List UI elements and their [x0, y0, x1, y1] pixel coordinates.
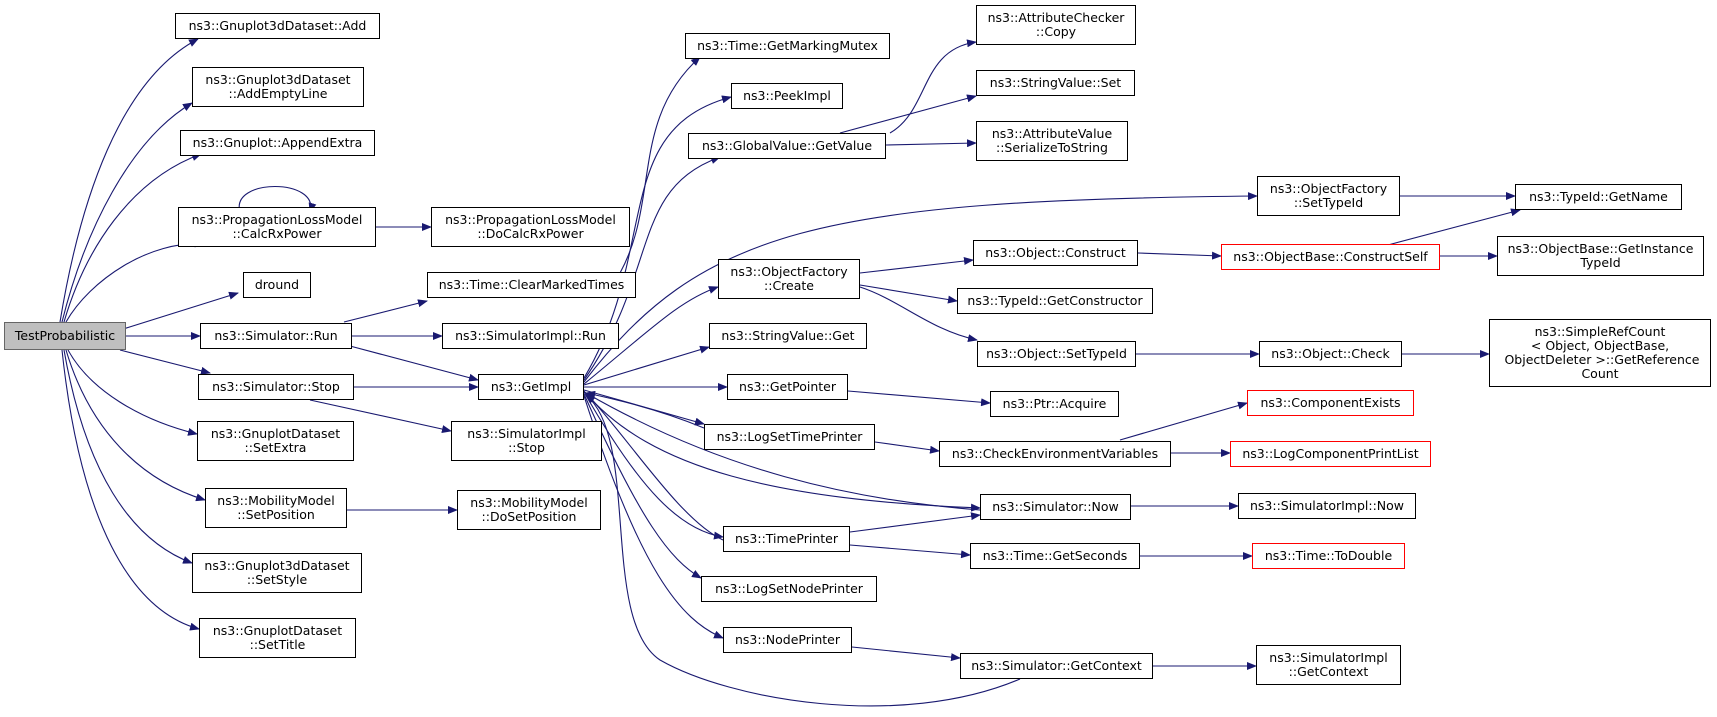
node-attributechecker-copy[interactable]: ns3::AttributeChecker ::Copy	[976, 5, 1136, 45]
edge-getpointer-to-ptr-acquire	[847, 390, 991, 407]
node-logsetnodeprinter[interactable]: ns3::LogSetNodePrinter	[701, 576, 877, 602]
edge-checkenv-to-componentexists	[1119, 401, 1248, 441]
edge-getimpl-to-objectfactory-settypeid	[583, 192, 1258, 383]
edge-constructself-to-typeid-getname	[1387, 208, 1521, 246]
node-logsettimeprinter[interactable]: ns3::LogSetTimePrinter	[704, 424, 875, 450]
edge-simulator-now-to-getimpl	[585, 392, 981, 511]
node-nodeprinter[interactable]: ns3::NodePrinter	[723, 627, 852, 653]
edge-globalvalue-to-attributevalue-serialize	[885, 139, 977, 148]
node-stringvalue-set[interactable]: ns3::StringValue::Set	[976, 70, 1135, 96]
node-logcomponentprintlist[interactable]: ns3::LogComponentPrintList	[1230, 441, 1431, 467]
node-globalvalue-getvalue[interactable]: ns3::GlobalValue::GetValue	[688, 133, 886, 159]
edge-objectfactory-create-to-object-settypeid	[859, 286, 978, 343]
edge-simulator-stop-to-simulatorimpl-stop	[309, 399, 452, 433]
node-mobilitymodel-setposition[interactable]: ns3::MobilityModel ::SetPosition	[205, 488, 347, 528]
edge-logsettimeprinter-to-checkenv	[874, 441, 940, 454]
node-objectbase-constructself[interactable]: ns3::ObjectBase::ConstructSelf	[1221, 244, 1440, 270]
edge-root-to-gnuplotdataset-settitle	[61, 349, 200, 631]
node-gnuplot3ddataset-addemptyline[interactable]: ns3::Gnuplot3dDataset ::AddEmptyLine	[192, 67, 364, 107]
node-gnuplot3ddataset-setstyle[interactable]: ns3::Gnuplot3dDataset ::SetStyle	[192, 553, 362, 593]
node-simulator-stop[interactable]: ns3::Simulator::Stop	[198, 374, 354, 400]
edge-getimpl-to-objectfactory-create	[583, 286, 719, 385]
node-time-clearmarkedtimes[interactable]: ns3::Time::ClearMarkedTimes	[427, 272, 636, 298]
edge-root-to-mobility-setposition	[65, 349, 206, 502]
node-simulatorimpl-now[interactable]: ns3::SimulatorImpl::Now	[1238, 493, 1416, 519]
edge-objectfactory-create-to-object-construct	[859, 257, 974, 274]
node-object-construct[interactable]: ns3::Object::Construct	[973, 240, 1138, 266]
edge-root-to-dround	[119, 291, 239, 331]
node-gnuplot-appendextra[interactable]: ns3::Gnuplot::AppendExtra	[180, 130, 375, 156]
node-simulator-getcontext[interactable]: ns3::Simulator::GetContext	[960, 653, 1153, 679]
node-simulatorimpl-run[interactable]: ns3::SimulatorImpl::Run	[442, 323, 619, 349]
edge-getimpl-to-stringvalue-get	[583, 345, 710, 386]
node-gnuplotdataset-settitle[interactable]: ns3::GnuplotDataset ::SetTitle	[199, 618, 356, 658]
node-objectfactory-settypeid[interactable]: ns3::ObjectFactory ::SetTypeId	[1257, 176, 1400, 216]
edge-root-to-gnuplot3d-setstyle	[63, 349, 193, 564]
node-typeid-getconstructor[interactable]: ns3::TypeId::GetConstructor	[957, 288, 1153, 314]
edge-logsettimeprinter-to-getimpl	[585, 390, 705, 429]
node-mobilitymodel-dosetposition[interactable]: ns3::MobilityModel ::DoSetPosition	[457, 490, 601, 530]
edge-root-to-gnuplot3d-add	[59, 38, 199, 323]
node-getimpl[interactable]: ns3::GetImpl	[478, 374, 584, 400]
edge-simulator-getcontext-to-getimpl	[585, 394, 1021, 707]
node-getpointer[interactable]: ns3::GetPointer	[727, 374, 848, 400]
node-timeprinter[interactable]: ns3::TimePrinter	[723, 526, 850, 552]
node-checkenvironmentvariables[interactable]: ns3::CheckEnvironmentVariables	[939, 441, 1171, 467]
edge-globalvalue-to-stringvalue-set	[839, 94, 977, 134]
edge-root-to-gnuplotdataset-setextra	[67, 349, 198, 436]
node-typeid-getname[interactable]: ns3::TypeId::GetName	[1515, 184, 1682, 210]
edge-simulator-run-to-getimpl	[349, 345, 479, 382]
node-object-check[interactable]: ns3::Object::Check	[1259, 341, 1402, 367]
edge-getimpl-to-logsetnodeprinter	[583, 393, 702, 579]
edge-globalvalue-to-attributechecker-copy	[889, 39, 977, 134]
node-gnuplot3ddataset-add[interactable]: ns3::Gnuplot3dDataset::Add	[175, 13, 380, 39]
node-propagationlossmodel-calcrxpower[interactable]: ns3::PropagationLossModel ::CalcRxPower	[178, 207, 376, 247]
edge-object-construct-to-constructself	[1137, 251, 1222, 260]
edge-clearmarkedtimes-to-getmarkingmutex	[619, 56, 701, 274]
node-stringvalue-get[interactable]: ns3::StringValue::Get	[709, 323, 867, 349]
node-simulator-now[interactable]: ns3::Simulator::Now	[980, 494, 1131, 520]
edge-timeprinter-to-time-getseconds	[849, 544, 971, 559]
edge-timeprinter-to-getimpl	[585, 392, 724, 541]
edge-root-to-simulator-stop	[119, 349, 211, 375]
node-peekimpl[interactable]: ns3::PeekImpl	[731, 83, 843, 109]
node-time-getmarkingmutex[interactable]: ns3::Time::GetMarkingMutex	[685, 33, 890, 59]
node-simulatorimpl-getcontext[interactable]: ns3::SimulatorImpl ::GetContext	[1256, 645, 1401, 685]
node-propagationlossmodel-docalcrxpower[interactable]: ns3::PropagationLossModel ::DoCalcRxPowe…	[431, 207, 630, 247]
edge-root-to-gnuplot3d-addemptyline	[61, 102, 193, 323]
edge-timeprinter-to-simulator-now	[849, 512, 981, 533]
edge-calcrxpower-self	[238, 186, 317, 213]
edge-getimpl-to-simulator-now-left	[583, 390, 981, 512]
node-objectbase-getinstancetypeid[interactable]: ns3::ObjectBase::GetInstance TypeId	[1497, 236, 1704, 276]
node-objectfactory-create[interactable]: ns3::ObjectFactory ::Create	[718, 259, 860, 299]
node-simulator-run[interactable]: ns3::Simulator::Run	[200, 323, 352, 349]
node-object-settypeid[interactable]: ns3::Object::SetTypeId	[977, 341, 1136, 367]
edge-simulator-run-to-clearmarkedtimes	[343, 299, 428, 323]
edge-nodeprinter-to-simulator-getcontext	[851, 646, 961, 662]
node-simulatorimpl-stop[interactable]: ns3::SimulatorImpl ::Stop	[451, 421, 602, 461]
node-attributevalue-serializetostring[interactable]: ns3::AttributeValue ::SerializeToString	[976, 121, 1128, 161]
node-testprobabilistic: TestProbabilistic	[4, 322, 126, 350]
node-gnuplotdataset-setextra[interactable]: ns3::GnuplotDataset ::SetExtra	[197, 421, 354, 461]
node-time-todouble[interactable]: ns3::Time::ToDouble	[1252, 543, 1405, 569]
edge-root-to-gnuplot-appendextra	[63, 153, 202, 323]
edge-getimpl-to-nodeprinter	[583, 395, 724, 639]
node-simplerefcount-getreferencecount[interactable]: ns3::SimpleRefCount < Object, ObjectBase…	[1489, 319, 1711, 387]
node-dround[interactable]: dround	[243, 272, 311, 298]
node-ptr-acquire[interactable]: ns3::Ptr::Acquire	[990, 391, 1119, 417]
edge-getimpl-to-timeprinter	[583, 391, 724, 540]
node-componentexists[interactable]: ns3::ComponentExists	[1247, 390, 1414, 416]
node-time-getseconds[interactable]: ns3::Time::GetSeconds	[970, 543, 1140, 569]
edge-objectfactory-create-to-typeid-getconstructor	[859, 284, 958, 304]
